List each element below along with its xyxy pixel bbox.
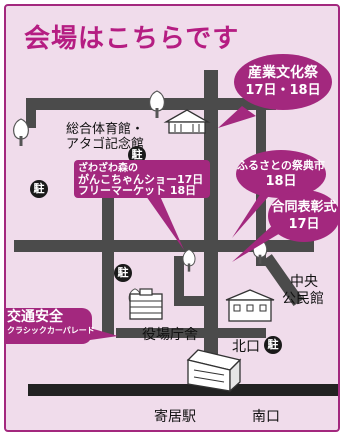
- callout-furusato-market: ふるさとの祭典市 18日: [236, 150, 326, 198]
- community-center-building-icon: [225, 289, 275, 322]
- callout-traffic-safety-parade: 交通安全 クラシックカーパレード: [6, 308, 95, 344]
- gymnasium-building-icon: [163, 109, 211, 134]
- road-loop-left: [174, 256, 184, 301]
- station-name-label: 寄居駅: [154, 409, 196, 425]
- tree-icon: [149, 90, 165, 118]
- callout-industry-festival: 産業文化祭 17日・18日: [234, 54, 332, 110]
- road-lower-horizontal: [116, 328, 266, 338]
- tree-icon: [13, 118, 29, 146]
- parking-icon: 駐: [30, 180, 48, 198]
- south-exit-label: 南口: [252, 409, 280, 425]
- road-middle-horizontal: [14, 240, 314, 252]
- road-vertical-west: [204, 70, 218, 370]
- callout-joint-awards: 合同表彰式 17日: [268, 190, 338, 242]
- map-title: 会場はこちらです: [24, 24, 240, 54]
- railway-line: [28, 384, 338, 396]
- parking-icon: 駐: [264, 336, 282, 354]
- road-loop-bottom: [174, 296, 214, 306]
- parking-icon: 駐: [114, 264, 132, 282]
- event-map: 会場はこちらです: [4, 4, 340, 432]
- road-left-stub: [26, 98, 36, 128]
- gymnasium-label: 総合体育館・ アタゴ記念館: [66, 122, 145, 152]
- city-hall-label: 役場庁舎: [142, 327, 198, 343]
- callout-zawazawa-show: ざわざわ森の がんこちゃんショー17日 フリーマーケット 18日: [74, 160, 210, 198]
- tree-icon: [182, 249, 196, 272]
- community-center-label: 中央 公民館: [282, 274, 324, 307]
- station-building-icon: [186, 349, 242, 393]
- parking-icon: 駐: [128, 146, 146, 164]
- city-hall-building-icon: [129, 288, 163, 320]
- north-exit-label: 北口: [232, 339, 260, 355]
